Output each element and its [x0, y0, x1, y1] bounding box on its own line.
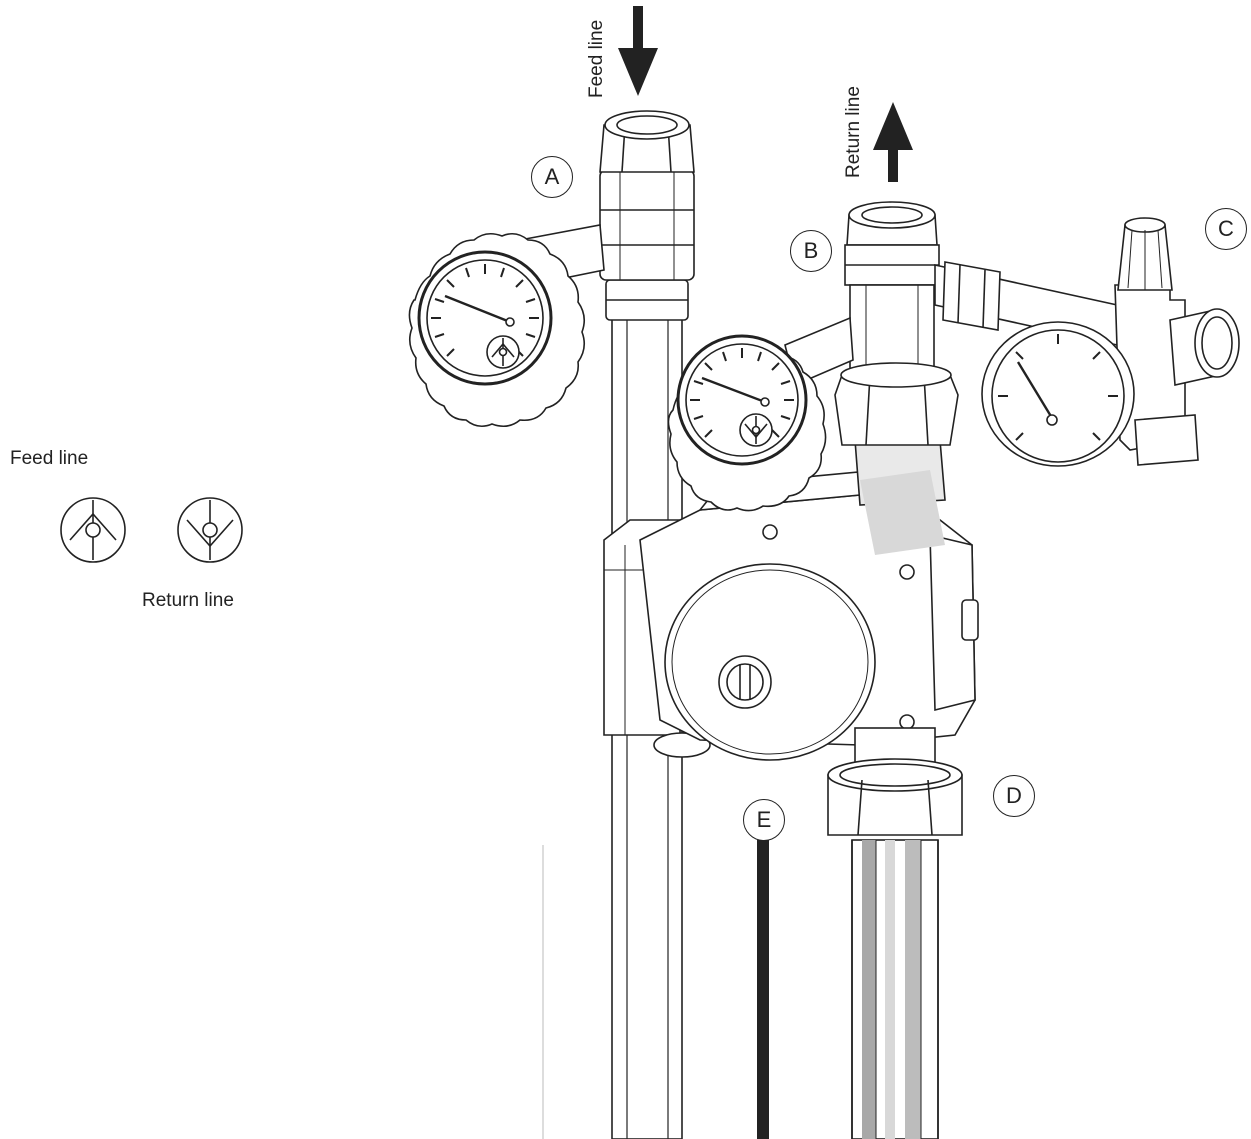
return-thermometer-gauge	[667, 334, 827, 512]
return-pipe	[784, 201, 963, 1139]
return-line-symbol-icon	[177, 497, 243, 563]
feed-thermometer-gauge	[408, 232, 586, 428]
callout-a: A	[531, 156, 573, 198]
return-line-flow-label: Return line	[843, 86, 864, 178]
callout-b: B	[790, 230, 832, 272]
callout-c: C	[1205, 208, 1247, 250]
legend-feed-label: Feed line	[10, 448, 89, 469]
pump-cable	[757, 840, 769, 1139]
feed-line-symbol-icon	[60, 497, 126, 563]
feed-line-flow-label: Feed line	[586, 19, 607, 98]
pump-housing	[603, 439, 979, 761]
safety-valve-group	[934, 217, 1240, 467]
legend-return-label: Return line	[142, 590, 234, 611]
callout-e: E	[743, 799, 785, 841]
feed-arrow-icon	[618, 6, 658, 96]
return-arrow-icon	[873, 102, 913, 182]
callout-d: D	[993, 775, 1035, 817]
